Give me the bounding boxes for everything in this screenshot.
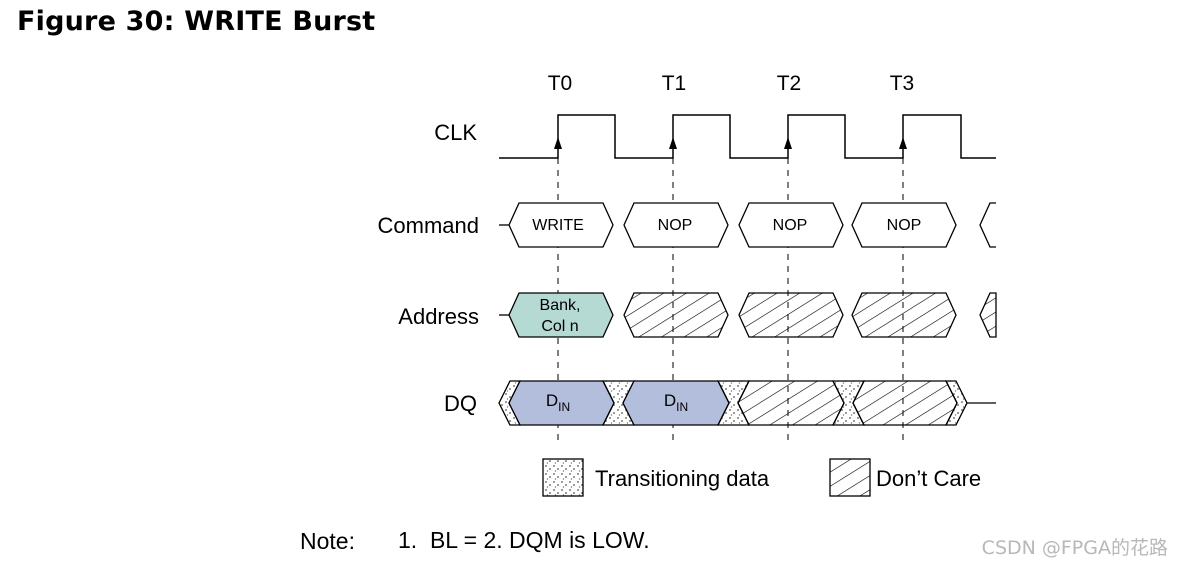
legend-transitioning-swatch	[542, 458, 584, 497]
command-value-nop-2: NOP	[773, 217, 808, 234]
note-label: Note:	[300, 528, 355, 554]
address-dont-care-3	[851, 292, 957, 338]
command-cell-write	[508, 202, 614, 248]
note-text: 1. BL = 2. DQM is LOW.	[398, 527, 650, 553]
watermark: CSDN @FPGA的花路	[981, 537, 1168, 559]
signal-name-clk: CLK	[434, 120, 477, 145]
address-bus	[499, 292, 997, 338]
clk-waveform	[499, 114, 996, 159]
dq-dont-care-1	[737, 380, 845, 426]
signal-name-address: Address	[398, 304, 479, 329]
command-value-nop-3: NOP	[887, 217, 922, 234]
command-value-write: WRITE	[532, 217, 584, 234]
signal-name-dq: DQ	[444, 391, 477, 416]
legend-transitioning-label: Transitioning data	[595, 466, 770, 491]
command-cell-nop-2	[738, 202, 844, 248]
address-dont-care-4	[979, 292, 997, 338]
dq-dont-care-2	[852, 380, 958, 426]
clock-label-t2: T2	[777, 72, 802, 95]
dq-transition-5	[944, 380, 968, 426]
figure-title: Figure 30: WRITE Burst	[17, 6, 376, 37]
legend-dont-care-label: Don’t Care	[876, 466, 981, 491]
signal-name-command: Command	[378, 213, 479, 238]
clock-label-t3: T3	[890, 72, 915, 95]
address-value-col: Col n	[541, 318, 578, 335]
address-dont-care-1	[623, 292, 729, 338]
clock-label-t0: T0	[548, 72, 573, 95]
clock-label-t1: T1	[662, 72, 687, 95]
address-value-bank: Bank,	[540, 297, 581, 314]
address-cell-bank-col	[508, 292, 614, 338]
command-value-nop-1: NOP	[658, 217, 693, 234]
legend-dont-care-swatch	[829, 458, 871, 497]
dq-value-din-1: DIN	[546, 391, 570, 414]
dq-value-din-2: DIN	[664, 391, 688, 414]
dq-bus	[498, 380, 996, 426]
command-cell-nop-3	[851, 202, 957, 248]
command-bus	[499, 202, 996, 248]
address-dont-care-2	[738, 292, 844, 338]
command-cell-nop-1	[623, 202, 729, 248]
clk-rising-edge-arrows	[554, 137, 907, 149]
